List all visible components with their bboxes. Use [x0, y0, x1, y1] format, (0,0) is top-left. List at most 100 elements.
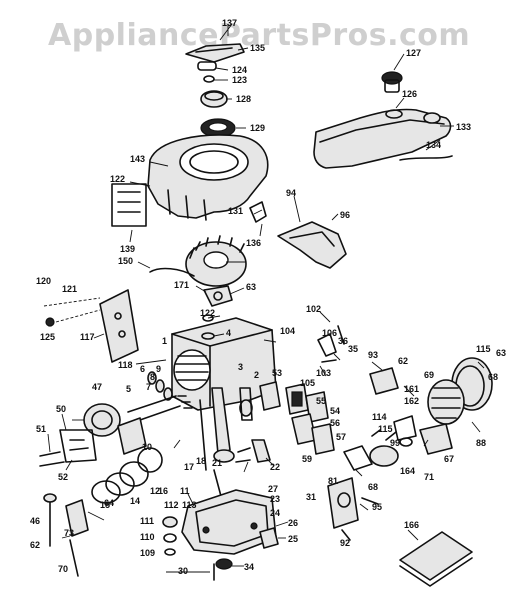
callout-50: 50 — [56, 404, 66, 414]
callout-46: 46 — [30, 516, 40, 526]
callout-34: 34 — [244, 562, 254, 572]
callout-4: 4 — [226, 328, 231, 338]
flywheel — [149, 235, 247, 307]
callout-12: 12 — [150, 486, 160, 496]
callout-113: 113 — [182, 500, 197, 510]
callout-11: 11 — [180, 486, 190, 496]
callout-15: 15 — [100, 500, 110, 510]
callout-2: 2 — [254, 370, 259, 380]
callout-52: 52 — [58, 472, 68, 482]
callout-10: 10 — [142, 442, 152, 452]
callout-26: 27 — [268, 484, 278, 494]
crankshaft-piston — [199, 387, 271, 501]
callout-105: 105 — [300, 378, 315, 388]
callout-57: 57 — [336, 432, 346, 442]
exhaust-bracket — [327, 477, 379, 541]
callout-62-lower: 62 — [30, 540, 40, 550]
carburetor-assembly — [39, 403, 147, 467]
callout-68-right: 68 — [488, 372, 498, 382]
callout-121: 121 — [62, 284, 77, 294]
callout-133: 133 — [456, 122, 471, 132]
crankcase-base — [181, 489, 279, 570]
callout-124: 124 — [232, 65, 247, 75]
oil-fill-tube — [43, 493, 89, 577]
blower-housing — [111, 134, 269, 227]
callout-63-upper: 63 — [246, 282, 256, 292]
callout-1: 1 — [162, 336, 167, 346]
callout-8: 8 — [150, 372, 155, 382]
callout-54: 54 — [330, 406, 340, 416]
gasket-plates — [259, 381, 335, 455]
callout-103: 103 — [316, 368, 331, 378]
callout-25: 25 — [288, 534, 298, 544]
callout-109: 109 — [140, 548, 155, 558]
callout-131: 131 — [228, 206, 243, 216]
callout-21: 21 — [212, 458, 222, 468]
callout-123: 123 — [232, 75, 247, 85]
callout-114: 114 — [372, 412, 387, 422]
callout-136: 136 — [246, 238, 261, 248]
callout-125: 125 — [40, 332, 55, 342]
leader-lines — [47, 23, 485, 573]
governor-linkage — [317, 325, 399, 471]
owners-manual — [399, 531, 473, 587]
callout-164: 164 — [400, 466, 415, 476]
callout-162: 162 — [404, 396, 419, 406]
callout-59: 59 — [302, 454, 312, 464]
callout-92: 92 — [340, 538, 350, 548]
callout-51: 51 — [36, 424, 46, 434]
callout-56: 56 — [330, 418, 340, 428]
callout-18: 18 — [196, 456, 206, 466]
callout-labels: 137 135 124 123 128 129 127 126 133 134 … — [30, 18, 506, 576]
callout-24: 24 — [270, 508, 280, 518]
callout-104: 104 — [280, 326, 295, 336]
callout-115: 115 — [378, 424, 393, 434]
callout-69: 69 — [424, 370, 434, 380]
callout-6: 6 — [140, 364, 145, 374]
callout-53: 53 — [272, 368, 282, 378]
callout-16: 16 — [158, 486, 168, 496]
callout-94: 94 — [286, 188, 296, 198]
callout-129: 129 — [250, 123, 265, 133]
callout-171: 171 — [174, 280, 189, 290]
callout-118: 118 — [118, 360, 133, 370]
callout-93-upper: 93 — [368, 350, 378, 360]
callout-111: 111 — [140, 516, 154, 526]
callout-67: 67 — [444, 454, 454, 464]
callout-102: 102 — [306, 304, 321, 314]
callout-128: 128 — [236, 94, 251, 104]
piston-rings — [91, 447, 163, 504]
callout-95: 95 — [372, 502, 382, 512]
callout-31: 31 — [306, 492, 316, 502]
callout-55: 55 — [316, 396, 326, 406]
callout-23: 23 — [270, 494, 280, 504]
callout-106: 106 — [322, 328, 337, 338]
control-bracket — [43, 289, 139, 363]
callout-5: 5 — [126, 384, 131, 394]
callout-137: 137 — [222, 18, 237, 28]
fuel-tank — [313, 71, 453, 169]
callout-70: 70 — [58, 564, 68, 574]
callout-143: 143 — [130, 154, 145, 164]
callout-122: 122 — [110, 174, 125, 184]
callout-112: 112 — [164, 500, 179, 510]
callout-150: 150 — [118, 256, 133, 266]
callout-47: 47 — [92, 382, 102, 392]
callout-3: 3 — [238, 362, 243, 372]
callout-35: 35 — [348, 344, 358, 354]
callout-117: 117 — [80, 332, 95, 342]
callout-36: 36 — [338, 336, 348, 346]
callout-134: 134 — [426, 140, 441, 150]
callout-99: 99 — [390, 438, 400, 448]
callout-139: 139 — [120, 244, 135, 254]
ignition-shroud — [249, 201, 347, 269]
callout-9: 9 — [156, 364, 161, 374]
callout-14: 14 — [130, 496, 140, 506]
callout-73: 73 — [64, 528, 74, 538]
callout-71: 71 — [424, 472, 434, 482]
callout-62-right: 62 — [398, 356, 408, 366]
callout-110: 110 — [140, 532, 155, 542]
callout-63-right: 63 — [496, 348, 506, 358]
callout-7: 7 — [146, 382, 151, 392]
